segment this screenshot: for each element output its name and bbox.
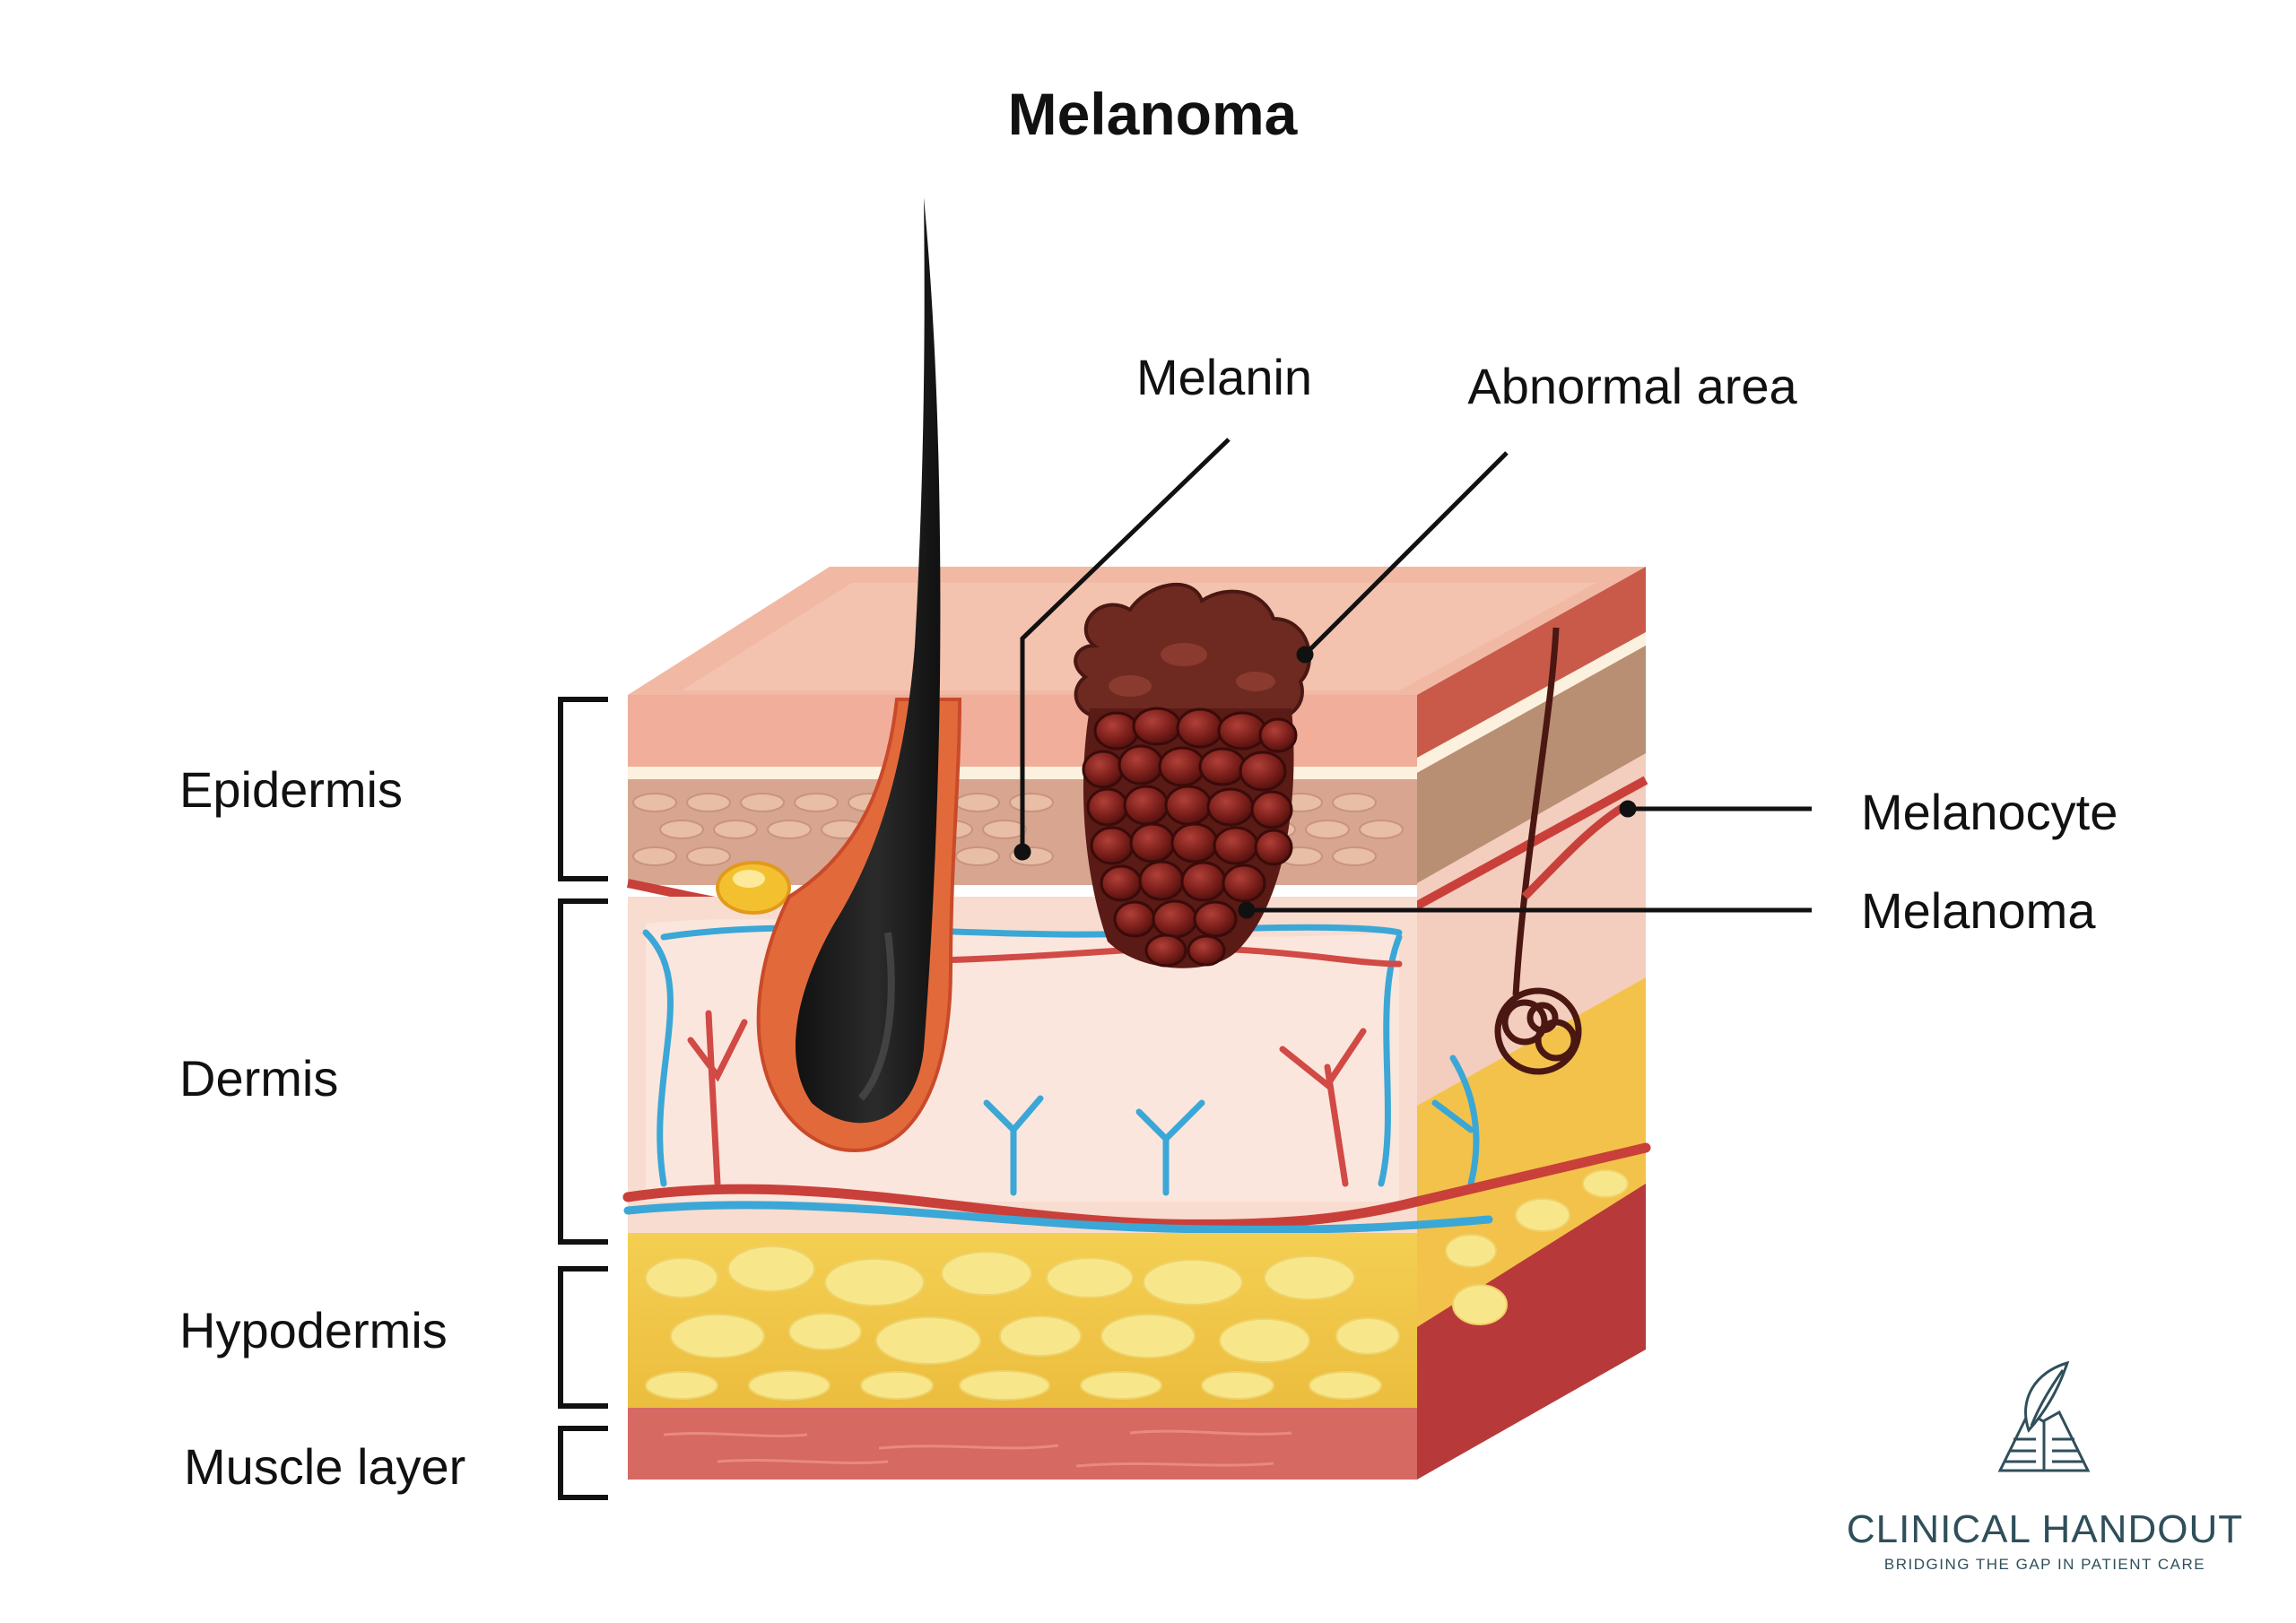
abnormal-area-label: Abnormal area: [1467, 358, 1797, 414]
melanoma-cells: [1082, 707, 1298, 968]
hair-follicle: [716, 197, 962, 1153]
clinical-handout-logo: CLINICAL HANDOUT BRIDGING THE GAP IN PAT…: [1847, 1360, 2243, 1573]
melanocyte-structure: [1494, 627, 1626, 1075]
leader-lines: [1013, 438, 1812, 919]
melanin-label: Melanin: [1136, 349, 1312, 405]
hair-shaft: [795, 197, 941, 1124]
epidermis-bracket: [558, 697, 608, 881]
layer-brackets: [558, 697, 608, 1500]
melanoma-label: Melanoma: [1861, 882, 2096, 939]
brand-name: CLINICAL HANDOUT: [1847, 1507, 2243, 1551]
muscle-layer-label: Muscle layer: [184, 1438, 465, 1495]
epidermis-label: Epidermis: [179, 761, 403, 818]
melanocyte-label: Melanocyte: [1861, 784, 2118, 840]
dermis-bracket: [558, 898, 608, 1245]
dermis-label: Dermis: [179, 1050, 338, 1107]
fat-cells: [645, 1169, 1629, 1401]
muscle-bracket: [558, 1426, 608, 1500]
book-quill-icon: [1997, 1360, 2091, 1472]
melanin-leader: [1020, 438, 1231, 852]
hypodermis-label: Hypodermis: [179, 1302, 448, 1358]
abnormal-area-leader: [1303, 451, 1509, 656]
diagram-title: Melanoma: [1008, 81, 1299, 147]
brand-tagline: BRIDGING THE GAP IN PATIENT CARE: [1884, 1556, 2205, 1573]
muscle-layer: [628, 1408, 1417, 1480]
hypodermis-bracket: [558, 1266, 608, 1409]
melanoma-tumor: [1074, 583, 1311, 968]
